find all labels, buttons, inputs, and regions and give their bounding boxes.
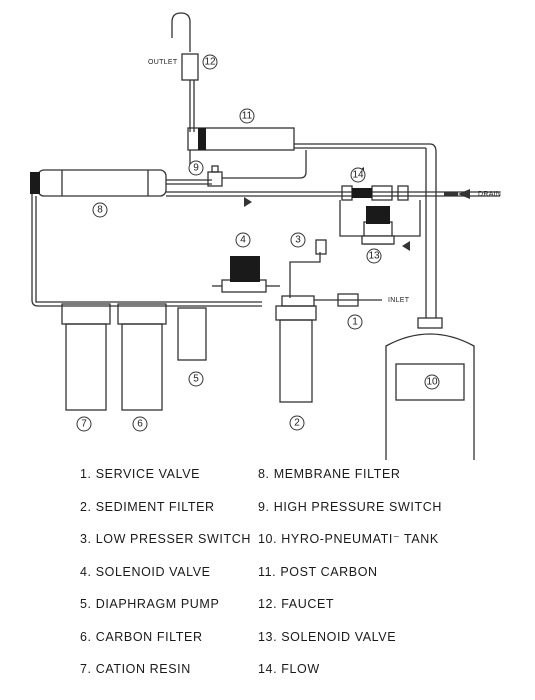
diaphragm-pump	[177, 307, 207, 361]
callout-3: 3	[295, 235, 301, 246]
callout-5: 5	[193, 374, 199, 385]
callout-1: 1	[352, 317, 358, 328]
legend-item-6: 6. CARBON FILTER	[80, 629, 203, 644]
legend-item-5: 5. DIAPHRAGM PUMP	[80, 597, 220, 611]
callout-11: 11	[242, 111, 253, 122]
legend-item-14: 14. FLOW	[258, 662, 320, 676]
legend-item-9: 9. HIGH PRESSURE SWITCH	[258, 499, 442, 514]
legend-item-10: 10. HYRO-PNEUMATI⁻ TANK	[258, 532, 439, 546]
post-carbon-filter	[187, 127, 295, 151]
legend-item-13: 13. SOLENOID VALVE	[258, 629, 397, 644]
inlet-label: INLET	[388, 297, 410, 304]
callout-10: 10	[426, 377, 438, 388]
legend-item-11: 11. POST CARBON	[258, 564, 378, 579]
callout-2: 2	[294, 418, 300, 429]
legend-item-1: 1. SERVICE VALVE	[80, 467, 201, 481]
callout-13: 13	[368, 251, 380, 262]
callout-7: 7	[81, 419, 87, 430]
faucet-body	[181, 53, 199, 81]
legend-item-2: 2. SEDIMENT FILTER	[80, 499, 215, 514]
solenoid-valve-13	[366, 206, 390, 224]
outlet-label: OUTLET	[148, 59, 178, 66]
legend: 1. SERVICE VALVE 2. SEDIMENT FILTER 3. L…	[0, 458, 535, 698]
legend-column-right: 8. MEMBRANE FILTER 9. HIGH PRESSURE SWIT…	[258, 458, 528, 686]
cation-resin-filter	[65, 323, 107, 411]
solenoid-valve-4	[230, 256, 260, 282]
water-system-diagram: 12 11 9 8 14 3 4 13 1 5 7 6 2 10 OUTLET …	[30, 12, 501, 460]
callout-6: 6	[137, 419, 143, 430]
legend-column-left: 1. SERVICE VALVE 2. SEDIMENT FILTER 3. L…	[80, 458, 250, 686]
carbon-filter	[121, 323, 163, 411]
callout-12: 12	[204, 57, 216, 68]
legend-item-4: 4. SOLENOID VALVE	[80, 564, 211, 579]
callout-9: 9	[193, 163, 199, 174]
legend-item-3: 3. LOW PRESSER SWITCH	[80, 532, 251, 546]
sediment-filter	[279, 319, 313, 403]
pressure-tank	[385, 333, 475, 460]
membrane-housing	[37, 169, 167, 197]
legend-item-12: 12. FAUCET	[258, 597, 335, 611]
faucet-spout	[171, 12, 191, 52]
drain-label: DRAIN	[478, 191, 501, 198]
callout-8: 8	[97, 205, 103, 216]
legend-item-8: 8. MEMBRANE FILTER	[258, 467, 401, 481]
callout-14: 14	[352, 170, 364, 181]
legend-item-7: 7. CATION RESIN	[80, 662, 191, 676]
callout-4: 4	[240, 235, 246, 246]
